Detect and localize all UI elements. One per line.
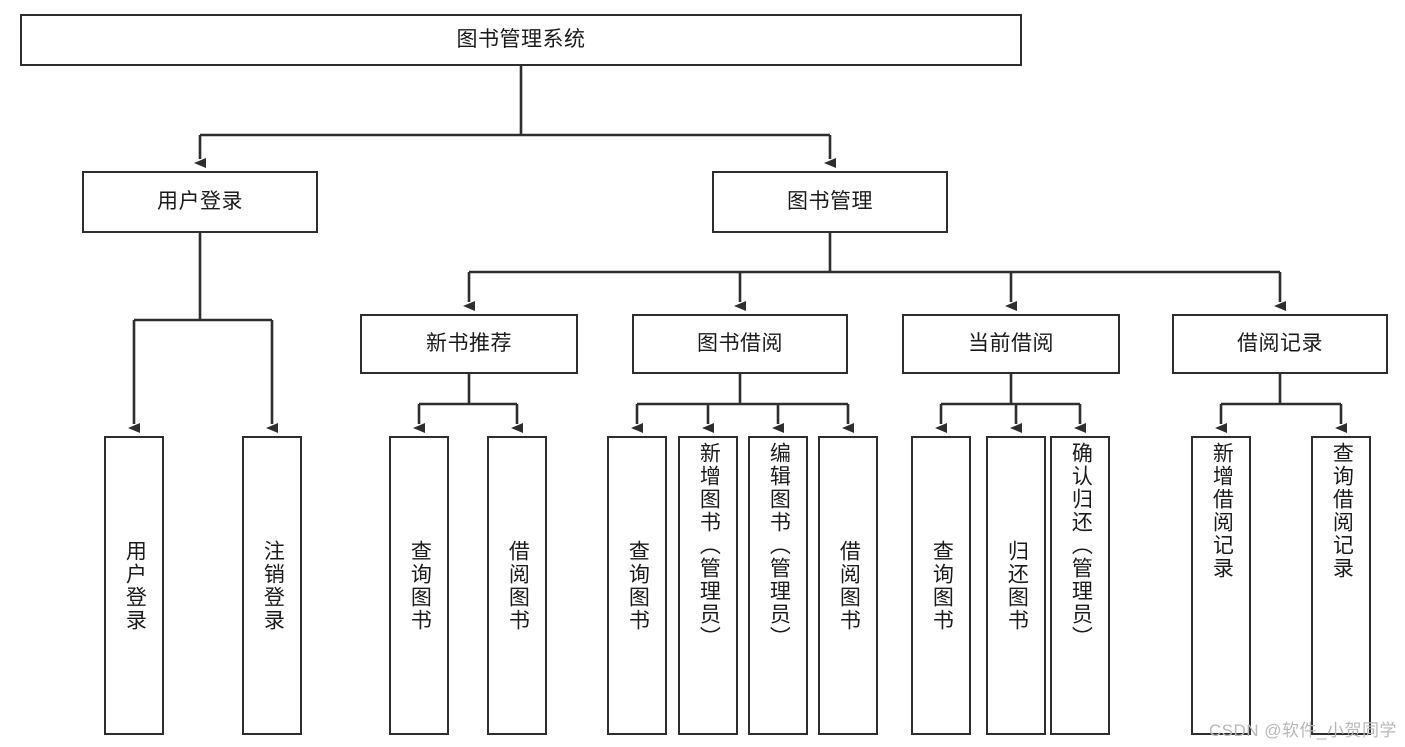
node-book-borrow[interactable]: 图书借阅 [632,314,848,374]
node-borrow-add-book[interactable]: 新增图书（管理员） [678,436,738,735]
node-user-login[interactable]: 用户登录 [82,171,318,233]
node-borrow-edit-book[interactable]: 编辑图书（管理员） [748,436,808,735]
node-label: 图书管理系统 [456,27,586,51]
node-cur-query-book[interactable]: 查询图书 [911,436,971,735]
node-label: 编辑图书（管理员） [767,442,791,649]
node-label: 新书推荐 [426,331,512,355]
node-cur-return-book[interactable]: 归还图书 [986,436,1046,735]
node-borrow-record[interactable]: 借阅记录 [1172,314,1388,374]
node-label: 查询借阅记录 [1330,442,1354,580]
watermark-text: CSDN @软件_小贺同学 [1208,721,1397,740]
node-rec-query-book[interactable]: 查询图书 [389,436,449,735]
node-label: 查询图书 [408,539,432,632]
node-label: 当前借阅 [968,331,1054,355]
node-label: 注销登录 [261,539,285,632]
node-book-manage[interactable]: 图书管理 [712,171,948,233]
node-label: 用户登录 [157,189,243,213]
node-current-borrow[interactable]: 当前借阅 [902,314,1120,374]
node-label: 图书管理 [787,189,873,213]
node-label: 查询图书 [626,539,650,632]
node-user-logout-leaf[interactable]: 注销登录 [242,436,302,735]
node-rec-query-record[interactable]: 查询借阅记录 [1311,436,1371,735]
node-borrow-query-book[interactable]: 查询图书 [607,436,667,735]
node-cur-confirm-return[interactable]: 确认归还（管理员） [1050,436,1110,735]
node-rec-add-record[interactable]: 新增借阅记录 [1191,436,1251,735]
node-label: 新增借阅记录 [1210,442,1234,580]
node-label: 借阅图书 [506,539,530,632]
node-label: 新增图书（管理员） [697,442,721,649]
node-user-login-leaf[interactable]: 用户登录 [104,436,164,735]
node-root[interactable]: 图书管理系统 [20,14,1022,66]
node-borrow-borrow-book[interactable]: 借阅图书 [818,436,878,735]
node-label: 借阅记录 [1237,331,1323,355]
node-label: 查询图书 [930,539,954,632]
node-label: 归还图书 [1005,539,1029,632]
node-label: 确认归还（管理员） [1069,442,1093,649]
node-label: 图书借阅 [697,331,783,355]
node-label: 借阅图书 [837,539,861,632]
node-rec-borrow-book[interactable]: 借阅图书 [487,436,547,735]
node-new-book-rec[interactable]: 新书推荐 [360,314,578,374]
node-label: 用户登录 [123,539,147,632]
